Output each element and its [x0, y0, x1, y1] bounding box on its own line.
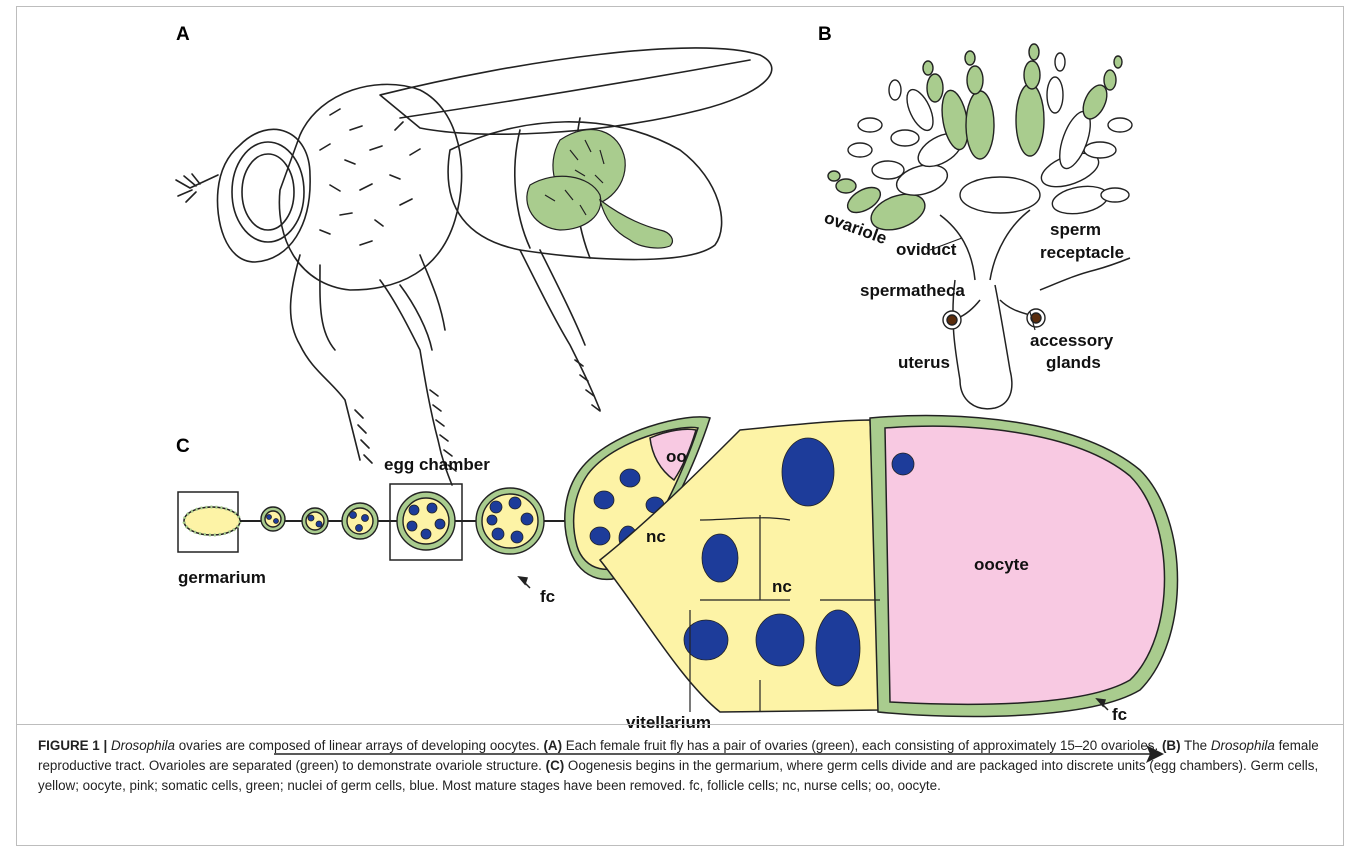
label-nc-small: nc [646, 527, 666, 546]
label-germarium: germarium [178, 568, 266, 587]
label-fc-small: fc [540, 587, 555, 606]
caption-c-tag: (C) [546, 758, 565, 773]
caption-b-pre: The [1181, 738, 1211, 753]
caption-b-tag: (B) [1162, 738, 1181, 753]
label-nc-large: nc [772, 577, 792, 596]
caption-title: ovaries are composed of linear arrays of… [175, 738, 543, 753]
germarium [178, 492, 240, 552]
caption-a-text: Each female fruit fly has a pair of ovar… [562, 738, 1162, 753]
label-oo: oo [666, 447, 687, 466]
caption-genus: Drosophila [111, 738, 175, 753]
label-vitellarium: vitellarium [626, 713, 711, 732]
caption-divider [16, 724, 1344, 725]
early-egg-chambers [240, 484, 600, 560]
caption-figure-label: FIGURE 1 | [38, 738, 107, 753]
figure-caption: FIGURE 1 | Drosophila ovaries are compos… [38, 736, 1328, 796]
caption-a-tag: (A) [543, 738, 562, 753]
label-oocyte: oocyte [974, 555, 1029, 574]
label-fc-large: fc [1112, 705, 1127, 724]
caption-b-genus: Drosophila [1211, 738, 1275, 753]
label-egg-chamber: egg chamber [384, 455, 490, 474]
